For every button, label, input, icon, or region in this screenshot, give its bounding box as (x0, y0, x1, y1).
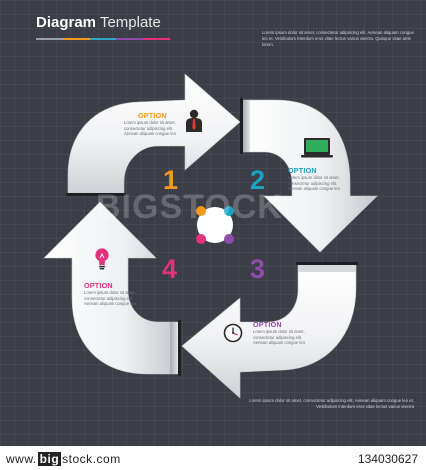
clock-icon (223, 323, 243, 343)
hub-dot-purple (224, 234, 234, 244)
rule-segment (36, 38, 63, 40)
diagram-title: Diagram Template (36, 14, 161, 31)
footer-description: Lorem ipsum dolor sit amet, consectetur … (249, 398, 414, 409)
step-4-label: OPTION (84, 281, 113, 290)
site-suffix: .com (92, 452, 121, 466)
arrow-step-2 (240, 98, 378, 253)
step-2-text: Lorem ipsum dolor sit amet, consectetur … (288, 175, 340, 192)
image-id: 134030627 (357, 452, 418, 466)
step-number-2: 2 (250, 165, 265, 195)
hub-dot-pink (196, 234, 206, 244)
businessman-icon (186, 109, 202, 132)
rule-segment (89, 38, 117, 40)
step-3-label: OPTION (253, 320, 282, 329)
title-color-rule (36, 38, 170, 40)
step-1-text: Lorem ipsum dolor sit amet, consectetur … (124, 120, 176, 137)
monitor-icon (301, 138, 333, 158)
step-2-label: OPTION (288, 166, 317, 175)
step-2-block: OPTION Lorem ipsum dolor sit amet, conse… (288, 166, 348, 192)
cycle-diagram: 1 2 3 4 (43, 73, 378, 399)
site-stock: stock (62, 452, 93, 466)
watermark-logo: BIGSTOCK (96, 188, 283, 226)
arrow-step-1 (66, 73, 241, 196)
step-number-4: 4 (162, 254, 177, 284)
title-bold: Diagram (36, 14, 97, 31)
rule-segment (62, 38, 90, 40)
hub-dot-orange (196, 206, 206, 216)
arrow-step-4 (43, 201, 181, 376)
step-4-text: Lorem ipsum dolor sit amet, consectetur … (84, 290, 136, 307)
arrow-step-3 (181, 262, 358, 399)
header-description: Lorem ipsum dolor sit amet, consectetur … (262, 30, 414, 47)
lightbulb-icon (95, 248, 109, 270)
site-prefix: www. (6, 452, 37, 466)
hub-dot-cyan (224, 206, 234, 216)
site-big: big (37, 452, 62, 466)
center-hub (196, 206, 234, 244)
step-1-label: OPTION (138, 111, 167, 120)
title-light: Template (99, 14, 161, 31)
rule-segment (143, 38, 170, 40)
rule-segment (116, 38, 144, 40)
step-1-block: OPTION Lorem ipsum dolor sit amet, conse… (124, 111, 182, 137)
step-3-block: OPTION Lorem ipsum dolor sit amet, conse… (253, 320, 311, 346)
step-4-block: OPTION Lorem ipsum dolor sit amet, conse… (84, 281, 144, 307)
step-number-1: 1 (163, 165, 178, 195)
footer-bar (0, 446, 426, 470)
step-3-text: Lorem ipsum dolor sit amet, consectetur … (253, 329, 305, 346)
step-number-3: 3 (250, 254, 265, 284)
